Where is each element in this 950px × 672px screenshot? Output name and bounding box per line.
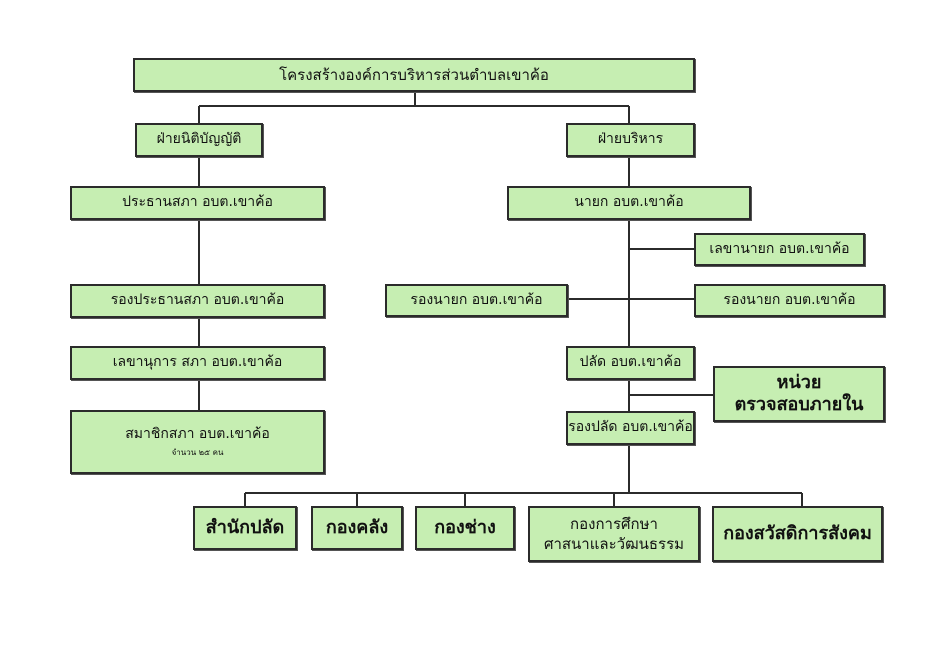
deputy-mayor-left-box: รองนายก อบต.เขาค้อ xyxy=(385,284,568,317)
executive-branch-label: ฝ่ายบริหาร xyxy=(597,131,664,148)
chart-title: โครงสร้างองค์การบริหารส่วนตำบลเขาค้อ xyxy=(279,65,549,84)
dept-education-label-line1: กองการศึกษา xyxy=(570,514,658,533)
council-secretary-box: เลขานุการ สภา อบต.เขาค้อ xyxy=(70,346,325,380)
council-vice-chairman-label: รองประธานสภา อบต.เขาค้อ xyxy=(110,292,285,309)
dept-welfare-label: กองสวัสดิการสังคม xyxy=(723,522,872,544)
dept-welfare-box: กองสวัสดิการสังคม xyxy=(712,506,883,562)
mayor-secretary-label: เลขานายก อบต.เขาค้อ xyxy=(709,240,850,257)
dept-office-box: สำนักปลัด xyxy=(193,506,297,550)
mayor-secretary-box: เลขานายก อบต.เขาค้อ xyxy=(694,233,865,266)
internal-audit-box: หน่วย ตรวจสอบภายใน xyxy=(713,366,885,422)
council-members-label: สมาชิกสภา อบต.เขาค้อ xyxy=(125,426,270,443)
dept-education-box: กองการศึกษา ศาสนาและวัฒนธรรม xyxy=(528,506,700,562)
deputy-chief-administrator-label: รองปลัด อบต.เขาค้อ xyxy=(568,419,693,436)
chief-administrator-label: ปลัด อบต.เขาค้อ xyxy=(579,354,682,371)
dept-finance-label: กองคลัง xyxy=(325,516,389,538)
internal-audit-label-line1: หน่วย xyxy=(776,372,822,394)
chart-title-box: โครงสร้างองค์การบริหารส่วนตำบลเขาค้อ xyxy=(133,58,695,92)
council-chairman-box: ประธานสภา อบต.เขาค้อ xyxy=(70,186,325,220)
executive-branch-box: ฝ่ายบริหาร xyxy=(566,123,695,157)
mayor-box: นายก อบต.เขาค้อ xyxy=(507,186,751,220)
legislative-branch-box: ฝ่ายนิติบัญญัติ xyxy=(135,123,263,157)
dept-engineering-label: กองช่าง xyxy=(434,516,496,538)
council-members-count: จำนวน ๒๕ คน xyxy=(171,447,224,457)
council-secretary-label: เลขานุการ สภา อบต.เขาค้อ xyxy=(112,354,283,371)
deputy-mayor-right-label: รองนายก อบต.เขาค้อ xyxy=(723,291,856,308)
council-vice-chairman-box: รองประธานสภา อบต.เขาค้อ xyxy=(70,284,325,318)
deputy-chief-administrator-box: รองปลัด อบต.เขาค้อ xyxy=(566,411,695,445)
deputy-mayor-left-label: รองนายก อบต.เขาค้อ xyxy=(410,291,543,308)
dept-engineering-box: กองช่าง xyxy=(415,506,515,550)
dept-finance-box: กองคลัง xyxy=(311,506,403,550)
council-chairman-label: ประธานสภา อบต.เขาค้อ xyxy=(122,194,273,211)
chief-administrator-box: ปลัด อบต.เขาค้อ xyxy=(566,346,695,380)
internal-audit-label-line2: ตรวจสอบภายใน xyxy=(734,394,864,415)
deputy-mayor-right-box: รองนายก อบต.เขาค้อ xyxy=(694,284,885,317)
dept-office-label: สำนักปลัด xyxy=(205,516,285,538)
dept-education-label-line2: ศาสนาและวัฒนธรรม xyxy=(543,535,685,553)
legislative-branch-label: ฝ่ายนิติบัญญัติ xyxy=(156,131,242,148)
mayor-label: นายก อบต.เขาค้อ xyxy=(574,194,684,211)
council-members-box: สมาชิกสภา อบต.เขาค้อ จำนวน ๒๕ คน xyxy=(70,410,325,474)
